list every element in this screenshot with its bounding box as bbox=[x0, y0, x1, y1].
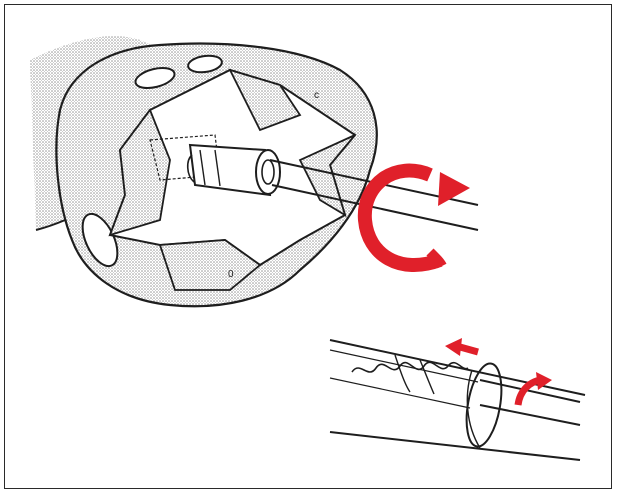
twist-arrow bbox=[514, 372, 552, 406]
rotation-arrow bbox=[357, 163, 470, 272]
svg-text:c: c bbox=[314, 90, 319, 101]
svg-text:0: 0 bbox=[228, 269, 234, 280]
rim-hole-2 bbox=[187, 54, 223, 74]
slide-arrow bbox=[445, 338, 479, 356]
spring-clip bbox=[351, 354, 503, 449]
rim-hole-1 bbox=[134, 67, 176, 89]
tube-detail bbox=[329, 339, 586, 461]
collet-jaws bbox=[186, 143, 281, 197]
